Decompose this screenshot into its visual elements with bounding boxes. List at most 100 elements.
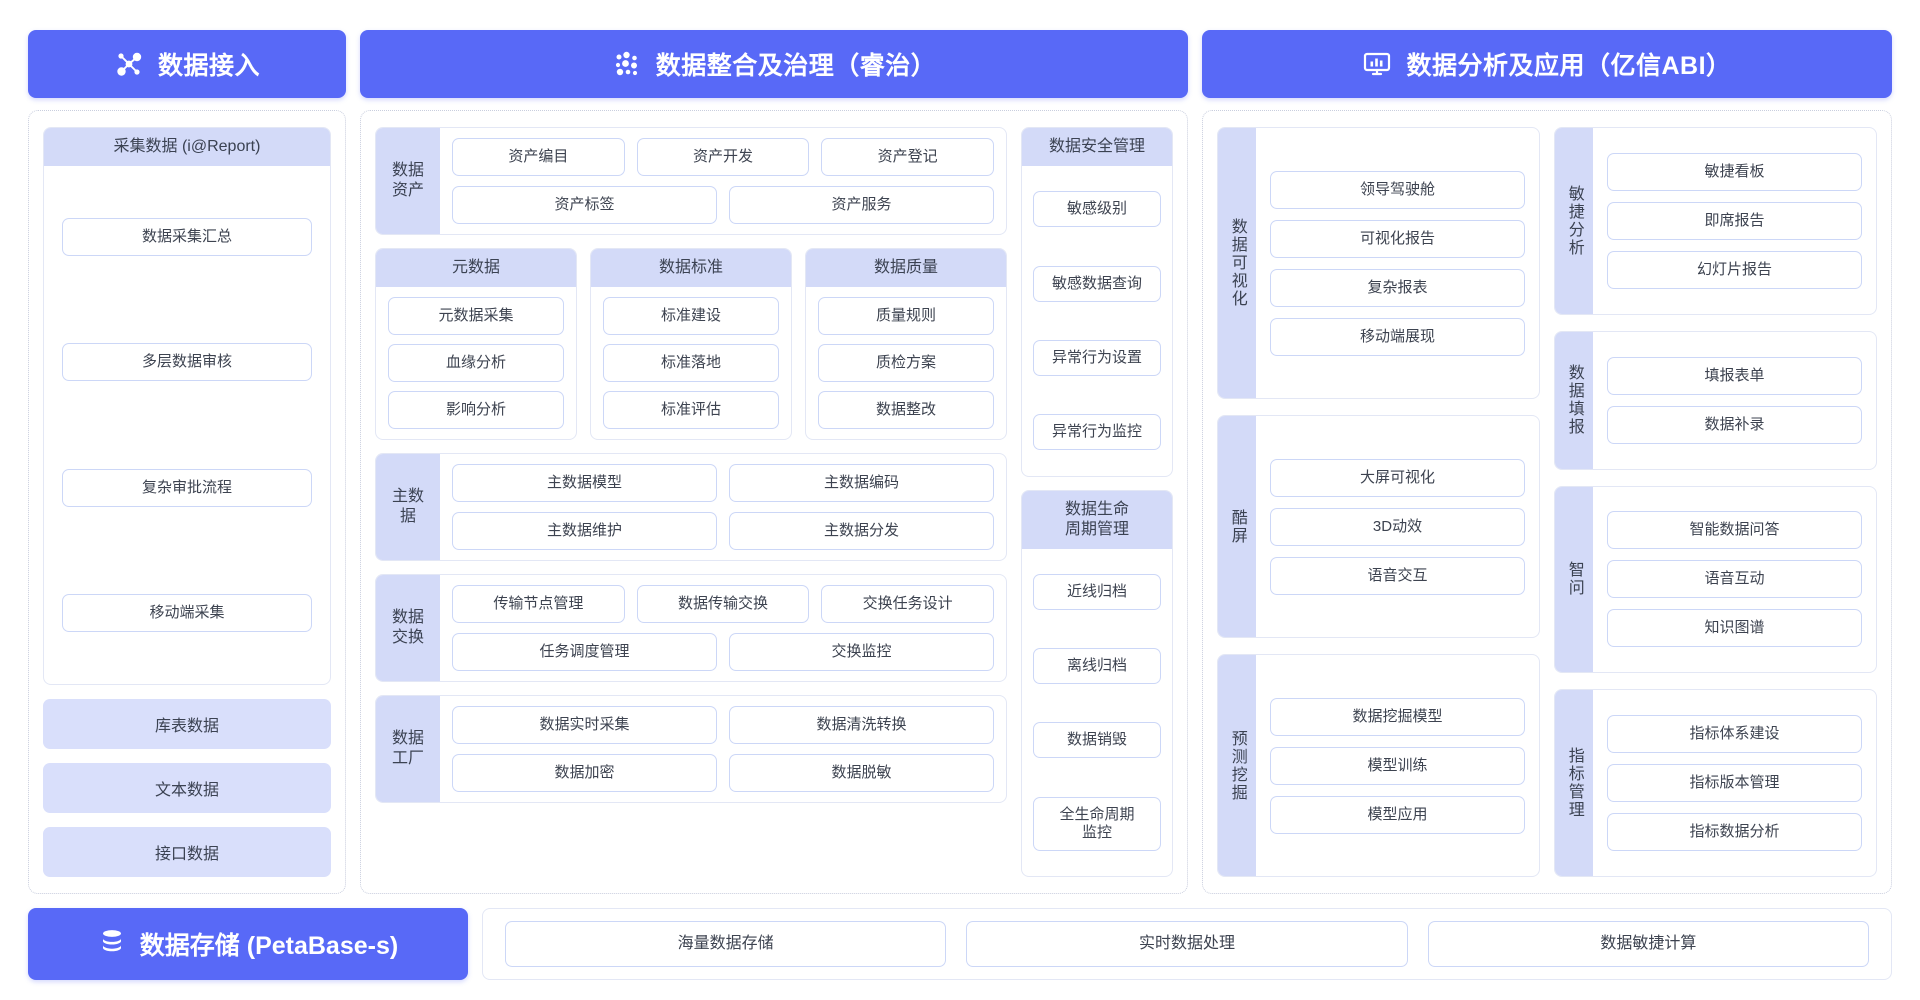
list-item[interactable]: 质检方案 <box>818 344 994 382</box>
card-data-asset: 数据资产 资产编目 资产开发 资产登记 资产标签 资产服务 <box>375 127 1007 235</box>
list-item[interactable]: 传输节点管理 <box>452 585 625 623</box>
list-item[interactable]: 元数据采集 <box>388 297 564 335</box>
list-item[interactable]: 离线归档 <box>1033 648 1161 685</box>
card-body: 传输节点管理 数据传输交换 交换任务设计 任务调度管理 交换监控 <box>440 575 1006 681</box>
list-item[interactable]: 复杂报表 <box>1270 268 1525 307</box>
list-item[interactable]: 异常行为监控 <box>1033 414 1161 451</box>
list-item[interactable]: 库表数据 <box>43 699 331 749</box>
list-item[interactable]: 即席报告 <box>1607 201 1862 240</box>
list-item[interactable]: 移动端采集 <box>62 594 312 633</box>
list-item[interactable]: 指标体系建设 <box>1607 715 1862 754</box>
list-item[interactable]: 主数据模型 <box>452 464 717 502</box>
card-body: 敏感级别 敏感数据查询 异常行为设置 异常行为监控 <box>1022 166 1172 476</box>
list-item[interactable]: 数据脱敏 <box>729 754 994 792</box>
list-item[interactable]: 血缘分析 <box>388 344 564 382</box>
card-body: 元数据采集 血缘分析 影响分析 <box>376 287 576 439</box>
list-item[interactable]: 数据整改 <box>818 391 994 429</box>
analytics-left-stack: 数据可视化 领导驾驶舱 可视化报告 复杂报表 移动端展现 酷屏 大屏可视化 3D… <box>1217 127 1540 877</box>
list-item[interactable]: 语音互动 <box>1607 560 1862 599</box>
header-data-analytics[interactable]: 数据分析及应用（亿信ABI） <box>1202 30 1892 98</box>
list-item[interactable]: 数据挖掘模型 <box>1270 697 1525 736</box>
list-item[interactable]: 指标数据分析 <box>1607 813 1862 852</box>
list-item[interactable]: 数据传输交换 <box>636 585 810 623</box>
list-item[interactable]: 接口数据 <box>43 827 331 877</box>
list-item[interactable]: 资产开发 <box>636 138 810 176</box>
list-item[interactable]: 影响分析 <box>388 391 564 429</box>
card-label: 预测挖掘 <box>1218 655 1256 876</box>
list-item[interactable]: 交换监控 <box>729 633 994 671</box>
list-item[interactable]: 海量数据存储 <box>505 921 947 967</box>
list-item[interactable]: 可视化报告 <box>1270 219 1525 258</box>
list-item[interactable]: 标准评估 <box>603 391 779 429</box>
list-item[interactable]: 语音交互 <box>1270 556 1525 595</box>
card-body: 标准建设 标准落地 标准评估 <box>591 287 791 439</box>
list-item[interactable]: 近线归档 <box>1033 573 1161 610</box>
list-item[interactable]: 数据实时采集 <box>452 706 717 744</box>
list-item[interactable]: 资产标签 <box>452 186 717 224</box>
list-item[interactable]: 数据采集汇总 <box>62 217 312 256</box>
list-item[interactable]: 知识图谱 <box>1607 609 1862 648</box>
card-body: 数据挖掘模型 模型训练 模型应用 <box>1256 655 1539 876</box>
storage-items: 海量数据存储 实时数据处理 数据敏捷计算 <box>482 908 1892 980</box>
list-item[interactable]: 复杂审批流程 <box>62 468 312 507</box>
card-body: 指标体系建设 指标版本管理 指标数据分析 <box>1593 690 1876 876</box>
governance-side-stack: 数据安全管理 敏感级别 敏感数据查询 异常行为设置 异常行为监控 数据生命 周期… <box>1021 127 1173 877</box>
list-item[interactable]: 智能数据问答 <box>1607 511 1862 550</box>
list-item[interactable]: 资产服务 <box>729 186 994 224</box>
list-item[interactable]: 幻灯片报告 <box>1607 250 1862 289</box>
list-item[interactable]: 异常行为设置 <box>1033 339 1161 376</box>
card-data-visualization: 数据可视化 领导驾驶舱 可视化报告 复杂报表 移动端展现 <box>1217 127 1540 399</box>
list-item[interactable]: 数据清洗转换 <box>729 706 994 744</box>
list-item[interactable]: 模型训练 <box>1270 746 1525 785</box>
list-item[interactable]: 3D动效 <box>1270 507 1525 546</box>
card-label: 数据可视化 <box>1218 128 1256 398</box>
list-item[interactable]: 标准建设 <box>603 297 779 335</box>
list-item[interactable]: 全生命周期 监控 <box>1033 796 1161 851</box>
list-item[interactable]: 交换任务设计 <box>821 585 995 623</box>
card-label: 主数据 <box>376 454 440 560</box>
list-item[interactable]: 资产登记 <box>821 138 995 176</box>
list-item[interactable]: 任务调度管理 <box>452 633 717 671</box>
monitor-chart-icon <box>1362 49 1392 79</box>
list-item[interactable]: 主数据维护 <box>452 512 717 550</box>
card-body: 数据实时采集 数据清洗转换 数据加密 数据脱敏 <box>440 696 1006 802</box>
card-title: 数据生命 周期管理 <box>1022 490 1172 549</box>
list-item[interactable]: 数据加密 <box>452 754 717 792</box>
main-columns: 采集数据 (i@Report) 数据采集汇总 多层数据审核 复杂审批流程 移动端… <box>28 110 1892 894</box>
card-body: 敏捷看板 即席报告 幻灯片报告 <box>1593 128 1876 314</box>
header-data-storage[interactable]: 数据存储 (PetaBase-s) <box>28 908 468 980</box>
list-item[interactable]: 主数据编码 <box>729 464 994 502</box>
list-item[interactable]: 指标版本管理 <box>1607 764 1862 803</box>
list-item[interactable]: 大屏可视化 <box>1270 458 1525 497</box>
card-agile-analysis: 敏捷分析 敏捷看板 即席报告 幻灯片报告 <box>1554 127 1877 315</box>
list-item[interactable]: 标准落地 <box>603 344 779 382</box>
list-item[interactable]: 质量规则 <box>818 297 994 335</box>
header-data-governance[interactable]: 数据整合及治理（睿治） <box>360 30 1188 98</box>
list-item[interactable]: 移动端展现 <box>1270 317 1525 356</box>
card-body: 领导驾驶舱 可视化报告 复杂报表 移动端展现 <box>1256 128 1539 398</box>
list-item[interactable]: 资产编目 <box>452 138 625 176</box>
list-item[interactable]: 文本数据 <box>43 763 331 813</box>
list-item[interactable]: 敏感数据查询 <box>1033 265 1161 302</box>
card-label: 指标管理 <box>1555 690 1593 876</box>
card-title: 数据质量 <box>806 249 1006 287</box>
card-body: 大屏可视化 3D动效 语音交互 <box>1256 416 1539 637</box>
card-label: 数据填报 <box>1555 331 1593 469</box>
list-item[interactable]: 数据销毁 <box>1033 722 1161 759</box>
storage-row: 数据存储 (PetaBase-s) 海量数据存储 实时数据处理 数据敏捷计算 <box>28 908 1892 980</box>
list-item[interactable]: 实时数据处理 <box>966 921 1408 967</box>
list-item[interactable]: 模型应用 <box>1270 795 1525 834</box>
list-item[interactable]: 领导驾驶舱 <box>1270 170 1525 209</box>
list-item[interactable]: 数据敏捷计算 <box>1427 921 1869 967</box>
governance-main-stack: 数据资产 资产编目 资产开发 资产登记 资产标签 资产服务 <box>375 127 1007 877</box>
list-item[interactable]: 敏捷看板 <box>1607 152 1862 191</box>
card-metadata: 元数据 元数据采集 血缘分析 影响分析 <box>375 248 577 440</box>
list-item[interactable]: 主数据分发 <box>729 512 994 550</box>
list-item[interactable]: 填报表单 <box>1607 356 1862 395</box>
header-title: 数据存储 (PetaBase-s) <box>139 932 399 960</box>
card-label: 数据交换 <box>376 575 440 681</box>
list-item[interactable]: 数据补录 <box>1607 405 1862 444</box>
list-item[interactable]: 多层数据审核 <box>62 343 312 382</box>
list-item[interactable]: 敏感级别 <box>1033 191 1161 228</box>
header-data-ingestion[interactable]: 数据接入 <box>28 30 346 98</box>
